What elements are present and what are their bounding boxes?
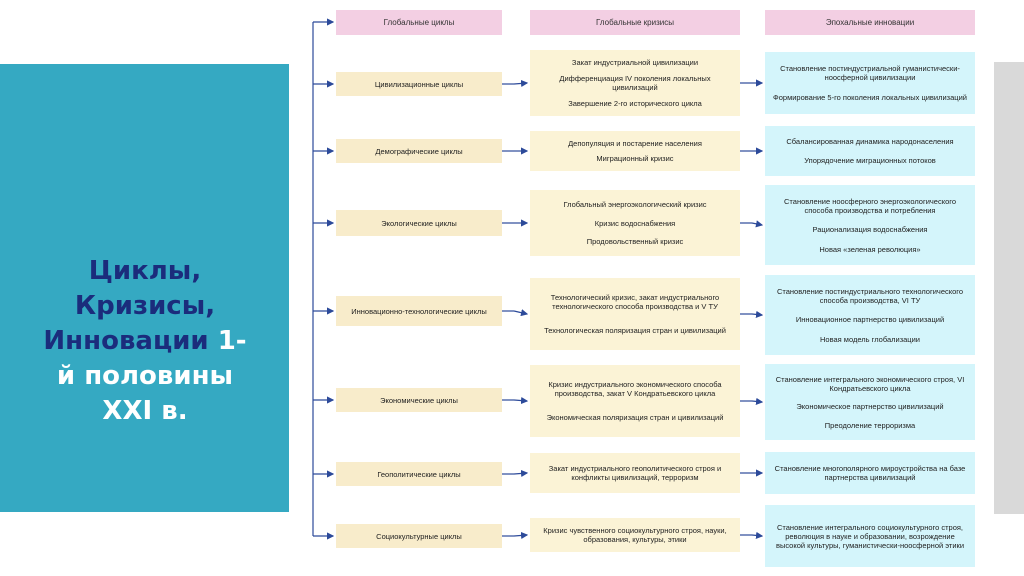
crisis-item: Завершение 2-го исторического цикла (568, 99, 702, 108)
connector-line (751, 531, 764, 539)
cycle-label: Геополитические циклы (377, 469, 461, 479)
innovation-box: Становление интегрального экономического… (765, 364, 975, 440)
innovation-item: Сбалансированная динамика народонаселени… (786, 137, 954, 146)
crisis-item: Продовольственный кризис (586, 236, 684, 246)
title-century: XXI в. (102, 396, 188, 426)
connector-line (513, 531, 529, 540)
cycle-box: Геополитические циклы (336, 462, 502, 486)
connector-line (751, 397, 764, 405)
cycle-box: Демографические циклы (336, 139, 502, 163)
crisis-box: Кризис чувственного социокультурного стр… (530, 518, 740, 552)
cycle-box: Социокультурные циклы (336, 524, 502, 548)
crisis-box: Кризис индустриального экономического сп… (530, 365, 740, 437)
innovation-box: Становление постиндустриального технолог… (765, 275, 975, 355)
crisis-item: Кризис чувственного социокультурного стр… (543, 526, 727, 544)
innovation-item: Формирование 5-го поколения локальных ци… (773, 93, 967, 102)
connector-line (513, 396, 529, 405)
crisis-box: Депопуляция и постарение населения Мигра… (530, 131, 740, 171)
cycle-label: Экономические циклы (380, 395, 458, 405)
cycle-label: Экологические циклы (381, 218, 457, 228)
crisis-box: Закат индустриальной цивилизации Диффере… (530, 50, 740, 116)
title-suffix: 1- (208, 326, 247, 356)
crisis-item: Дифференциация IV поколения локальных ци… (559, 74, 711, 92)
cycle-box: Инновационно-технологические циклы (336, 296, 502, 326)
crisis-item: Миграционный кризис (596, 154, 674, 164)
innovation-box: Становление многополярного мироустройств… (765, 452, 975, 494)
cycle-label: Демографические циклы (375, 146, 463, 156)
title-word-innovations: Инновации (43, 326, 209, 356)
title-half: й половины (56, 361, 234, 391)
cycle-label: Инновационно-технологические циклы (351, 306, 487, 316)
crisis-box: Глобальный энергоэкологический кризис Кр… (530, 190, 740, 256)
innovation-item: Новая модель глобализации (820, 334, 920, 344)
innovation-item: Становление ноосферного энергоэкологичес… (784, 196, 956, 215)
innovation-item: Становление интегрального социокультурно… (775, 522, 965, 550)
header-global-crises: Глобальные кризисы (530, 10, 740, 35)
innovation-item: Становление постиндустриальной гуманисти… (780, 64, 960, 82)
crisis-item: Закат индустриального геополитического с… (548, 464, 722, 482)
connector-line (513, 469, 529, 478)
cycle-label: Цивилизационные циклы (374, 79, 464, 89)
connector-line (751, 220, 764, 228)
innovation-box: Становление интегрального социокультурно… (765, 505, 975, 567)
innovation-box: Сбалансированная динамика народонаселени… (765, 126, 975, 176)
innovation-item: Новая «зеленая революция» (819, 244, 921, 254)
connector-line (751, 310, 764, 318)
crisis-item: Депопуляция и постарение населения (568, 138, 702, 148)
cycle-box: Экономические циклы (336, 388, 502, 412)
header-epochal-innovations: Эпохальные инновации (765, 10, 975, 35)
innovation-box: Становление постиндустриальной гуманисти… (765, 52, 975, 114)
innovation-item: Рационализация водоснабжения (812, 225, 928, 234)
crisis-item: Кризис индустриального экономического сп… (548, 380, 722, 399)
connector-line (513, 79, 529, 88)
crisis-item: Кризис водоснабжения (594, 218, 676, 228)
header-global-cycles: Глобальные циклы (336, 10, 502, 35)
innovation-item: Инновационное партнерство цивилизаций (795, 315, 945, 324)
innovation-item: Становление многополярного мироустройств… (774, 464, 966, 482)
innovation-item: Преодоление терроризма (824, 420, 916, 430)
innovation-box: Становление ноосферного энергоэкологичес… (765, 185, 975, 265)
crisis-box: Закат индустриального геополитического с… (530, 453, 740, 493)
crisis-item: Глобальный энергоэкологический кризис (563, 200, 707, 210)
innovation-item: Становление интегрального экономического… (775, 374, 965, 393)
crisis-item: Технологический кризис, закат индустриал… (550, 293, 720, 312)
crisis-box: Технологический кризис, закат индустриал… (530, 278, 740, 350)
title-word-cycles: Циклы, (88, 256, 202, 286)
innovation-item: Экономическое партнерство цивилизаций (796, 402, 944, 411)
cycle-box: Цивилизационные циклы (336, 72, 502, 96)
crisis-item: Экономическая поляризация стран и цивили… (546, 412, 724, 422)
innovation-item: Упорядочение миграционных потоков (804, 156, 936, 165)
title-word-crises: Кризисы, (74, 291, 216, 321)
crisis-item: Технологическая поляризация стран и циви… (544, 325, 726, 335)
slide-title: Циклы, Кризисы, Инновации 1- й половины … (20, 254, 270, 429)
crisis-item: Закат индустриальной цивилизации (571, 58, 699, 67)
cycle-label: Социокультурные циклы (376, 531, 462, 541)
cycle-box: Экологические циклы (336, 210, 502, 236)
title-panel: Циклы, Кризисы, Инновации 1- й половины … (0, 64, 289, 512)
innovation-item: Становление постиндустриального технолог… (776, 286, 964, 305)
connector-line (513, 309, 529, 317)
right-edge-bar (994, 62, 1024, 514)
